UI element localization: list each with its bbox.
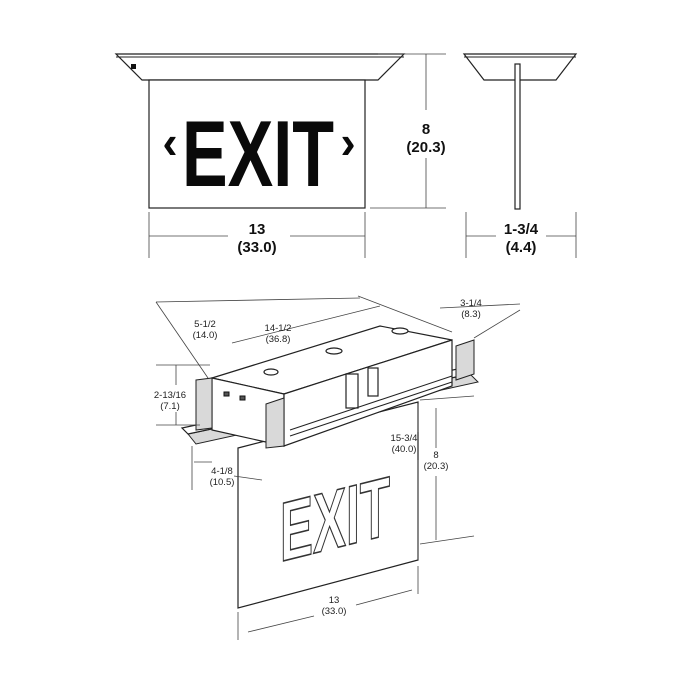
side-sign-panel: [514, 63, 521, 210]
front-width-in-label: 13: [249, 221, 266, 238]
front-ceiling-trim: [114, 53, 406, 81]
isometric-view: EXIT 5-1/2 (14.0) 14-1/2 (36.8): [154, 295, 521, 640]
iso-left-bracket: [195, 377, 213, 431]
iso-dim-13: 13: [329, 595, 340, 606]
iso-dim-4-1-8-cm: (10.5): [210, 477, 235, 488]
front-exit-lettering: EXIT: [182, 101, 334, 206]
side-depth-in-label: 1-3/4: [504, 221, 539, 238]
front-width-cm-label: (33.0): [237, 239, 276, 256]
iso-knockout-3: [263, 368, 279, 376]
front-trim-notch: [131, 64, 136, 69]
iso-indicator-1: [223, 391, 230, 397]
front-height-cm-label: (20.3): [406, 139, 445, 156]
iso-dim-4-1-8: 4-1/8: [211, 466, 233, 477]
front-view: EXIT ‹ › 13 (33.0) 8 (20.3): [114, 53, 446, 258]
front-height-in-label: 8: [422, 121, 430, 138]
iso-front-bracket: [265, 397, 285, 449]
iso-hanger-clip-2: [367, 367, 379, 397]
front-left-chevron-icon: ‹: [162, 116, 177, 168]
iso-dim-8: 8: [433, 450, 438, 461]
iso-dim-13-cm: (33.0): [322, 606, 347, 617]
iso-dim-15-3-4: 15-3/4: [391, 433, 418, 444]
iso-dim-5-1-2-cm: (14.0): [193, 330, 218, 341]
iso-dim-2-13-16-cm: (7.1): [160, 401, 180, 412]
iso-dim-5-1-2: 5-1/2: [194, 319, 216, 330]
iso-dim-3-1-4: 3-1/4: [460, 298, 482, 309]
iso-dim-2-13-16: 2-13/16: [154, 390, 186, 401]
front-right-chevron-icon: ›: [340, 116, 355, 168]
iso-dim-3-1-4-cm: (8.3): [461, 309, 481, 320]
iso-knockout-1: [325, 347, 343, 355]
iso-indicator-2: [239, 395, 246, 401]
iso-hanger-clip: [345, 373, 359, 409]
iso-right-bracket: [455, 339, 475, 381]
front-sign-panel: [148, 79, 366, 209]
iso-dim-8-cm: (20.3): [424, 461, 449, 472]
side-view: 1-3/4 (4.4): [462, 53, 578, 258]
iso-knockout-2: [391, 327, 409, 335]
iso-dim-14-1-2-cm: (36.8): [266, 334, 291, 345]
iso-dim-15-3-4-cm: (40.0): [392, 444, 417, 455]
iso-dim-14-1-2: 14-1/2: [265, 323, 292, 334]
side-depth-cm-label: (4.4): [506, 239, 537, 256]
